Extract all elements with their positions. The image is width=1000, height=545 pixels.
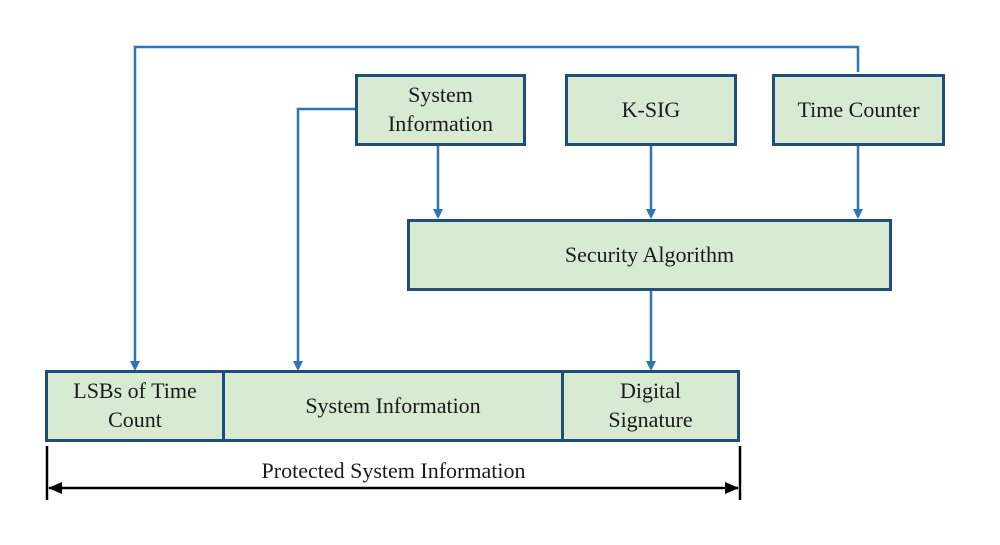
digital-signature-label: Digital Signature [608,378,693,432]
security-algorithm-label: Security Algorithm [564,241,735,267]
lsbs-time-count-box: LSBs of Time Count [45,370,225,442]
time-counter-label: Time Counter [797,96,920,122]
system-information-source-box: System Information [355,74,526,146]
system-information-source-label: System Information [387,82,494,136]
lsbs-time-count-label: LSBs of Time Count [73,378,197,432]
time-counter-to-lsbs-arrow [130,45,860,371]
digital-signature-box: Digital Signature [561,370,740,442]
security-algorithm-box: Security Algorithm [407,219,892,291]
k-sig-box: K-SIG [565,74,737,146]
sysinfo-to-bottom-arrow [293,107,355,371]
system-information-field-box: System Information [222,370,564,442]
system-information-field-label: System Information [305,392,481,418]
time-counter-box: Time Counter [772,74,945,146]
protected-system-information-label: Protected System Information [261,458,526,483]
k-sig-label: K-SIG [621,96,681,122]
